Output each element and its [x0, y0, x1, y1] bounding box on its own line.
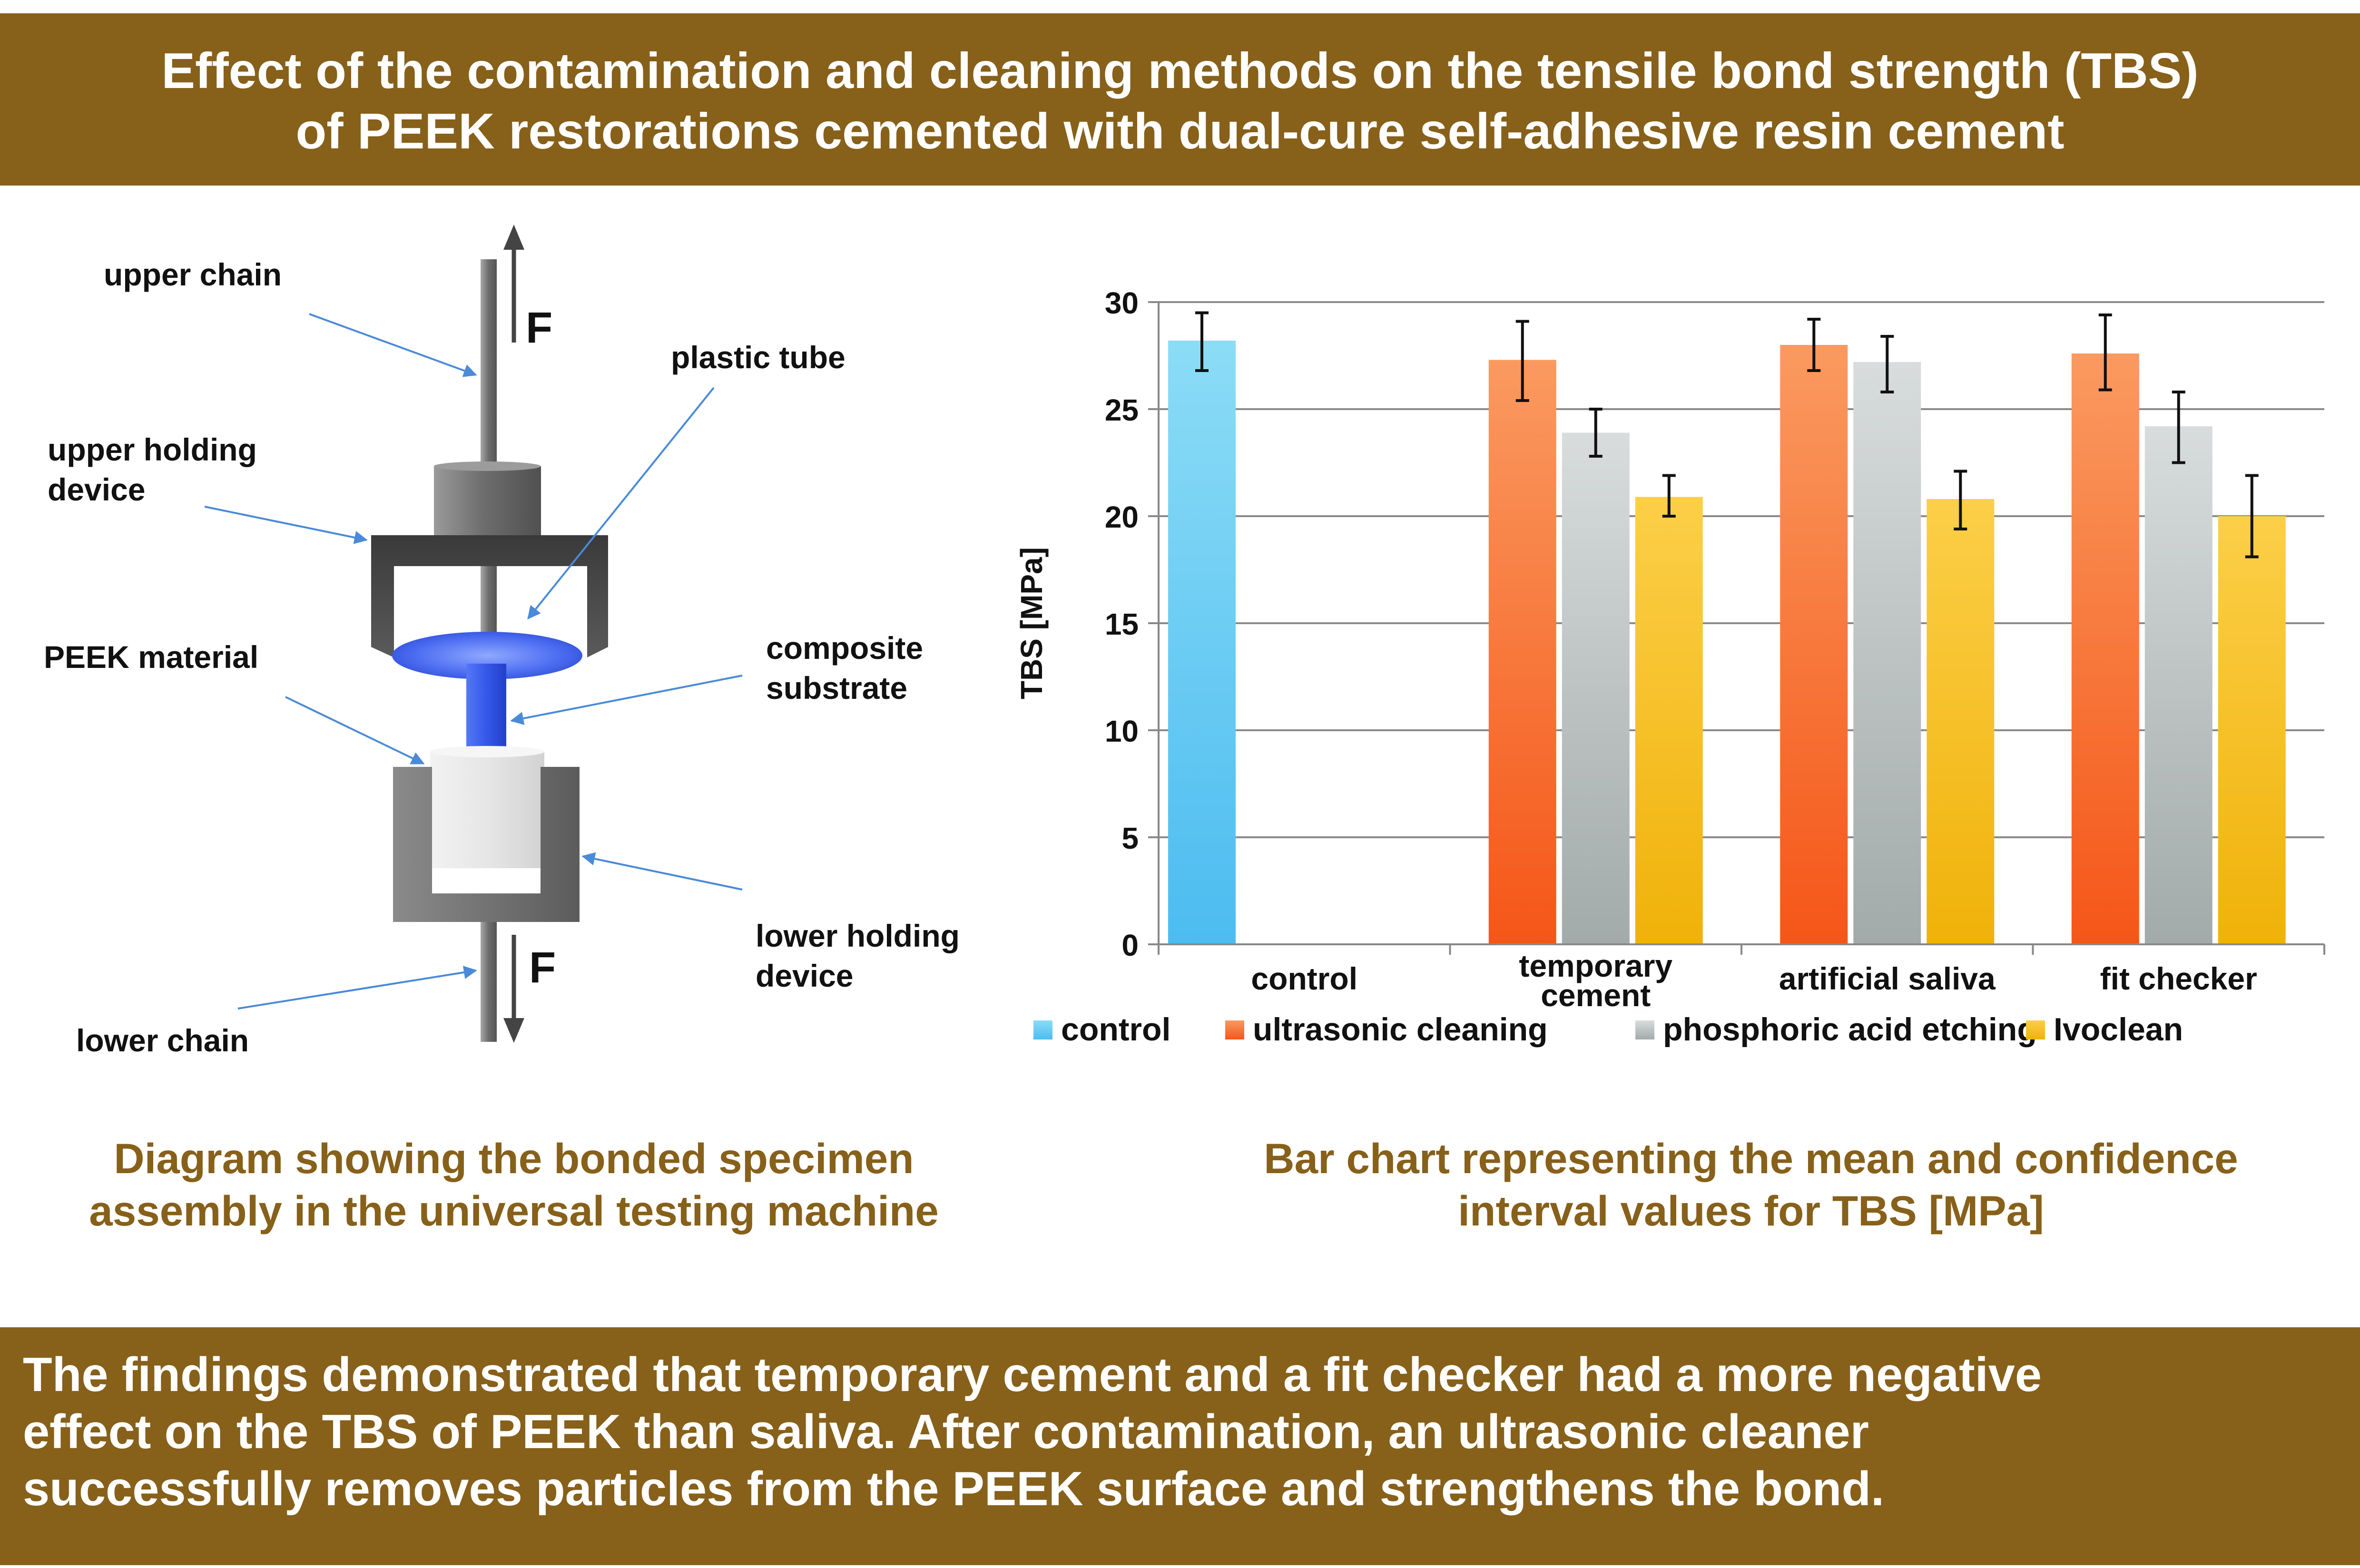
label-lower-holding-line2: device [756, 958, 853, 993]
chart-caption-line-1: Bar chart representing the mean and conf… [1264, 1135, 2238, 1182]
legend-swatch [2026, 1020, 2045, 1039]
label-peek-material: PEEK material [44, 639, 258, 675]
composite-substrate-stem [466, 664, 506, 761]
leader-lower-chain [237, 966, 477, 1009]
bar-ivoclean [1635, 497, 1703, 944]
x-category-label: control [1251, 961, 1357, 996]
label-lower-chain: lower chain [76, 1023, 249, 1058]
bar-ivoclean [2218, 516, 2286, 944]
leader-composite [510, 675, 743, 725]
specimen-diagram: F F upper chain upper holding device PEE… [44, 225, 960, 1058]
diagram-caption-line-1: Diagram showing the bonded specimen [114, 1135, 914, 1182]
lower-holding-frame [393, 767, 580, 922]
y-tick-label: 15 [1105, 607, 1139, 641]
y-tick-label: 25 [1105, 393, 1139, 427]
legend-swatch [1033, 1020, 1052, 1039]
label-upper-holding-line2: device [48, 472, 145, 507]
label-plastic-tube: plastic tube [671, 340, 846, 375]
title-line-2: of PEEK restorations cemented with dual-… [295, 103, 2065, 159]
y-tick-label: 10 [1105, 714, 1139, 748]
summary-line-1: The findings demonstrated that temporary… [23, 1348, 2042, 1401]
lower-chain-rod [481, 904, 497, 1042]
bar-phosphoric-acid-etching [2144, 426, 2212, 944]
label-upper-holding-line1: upper holding [48, 432, 257, 467]
legend-label: ultrasonic cleaning [1253, 1011, 1548, 1048]
label-composite-line2: substrate [766, 670, 907, 706]
upper-holding-frame [371, 535, 608, 657]
legend-swatch [1635, 1020, 1654, 1039]
peek-material [430, 752, 544, 868]
y-tick-label: 0 [1121, 928, 1139, 962]
label-composite-line1: composite [766, 630, 923, 666]
x-category-label: fit checker [2100, 961, 2257, 996]
leader-peek [285, 696, 425, 764]
bar-phosphoric-acid-etching [1853, 362, 1921, 944]
legend-label: phosphoric acid etching [1663, 1011, 2037, 1048]
legend-label: control [1061, 1011, 1170, 1048]
bar-ultrasonic-cleaning [1780, 345, 1848, 944]
legend-label: Ivoclean [2054, 1011, 2183, 1048]
y-tick-label: 5 [1121, 821, 1139, 855]
leader-lower-holding [581, 852, 743, 891]
bar-ivoclean [1927, 499, 1995, 944]
peek-material-top [430, 746, 544, 757]
upper-cylinder-top [434, 461, 541, 471]
summary-line-3: successfully removes particles from the … [23, 1462, 1885, 1516]
title-banner: Effect of the contamination and cleaning… [0, 13, 2360, 186]
legend-swatch [1225, 1020, 1244, 1039]
x-category-label: artificial saliva [1779, 961, 1996, 996]
y-tick-label: 20 [1105, 500, 1139, 534]
y-axis-label: TBS [MPa] [1014, 547, 1049, 699]
label-lower-holding-line1: lower holding [756, 918, 960, 953]
bar-ultrasonic-cleaning [2071, 353, 2139, 944]
title-line-1: Effect of the contamination and cleaning… [161, 43, 2199, 99]
summary-line-2: effect on the TBS of PEEK than saliva. A… [23, 1405, 1869, 1459]
leader-upper-holding [204, 506, 368, 544]
y-tick-label: 30 [1105, 286, 1139, 320]
bar-phosphoric-acid-etching [1562, 432, 1630, 944]
bar-control [1168, 341, 1236, 944]
force-label-bottom: F [529, 943, 556, 992]
label-upper-chain: upper chain [104, 257, 282, 292]
plastic-tube-disc [392, 632, 582, 679]
force-arrowhead-up [503, 225, 524, 250]
summary-banner: The findings demonstrated that temporary… [0, 1327, 2360, 1565]
force-label-top: F [526, 304, 552, 352]
bar-ultrasonic-cleaning [1488, 360, 1556, 944]
x-category-label: cement [1541, 978, 1651, 1013]
chart-caption-line-2: interval values for TBS [MPa] [1458, 1187, 2044, 1235]
leader-upper-chain [309, 313, 477, 377]
diagram-caption: Diagram showing the bonded specimen asse… [19, 1132, 1009, 1237]
force-arrowhead-down [503, 1018, 524, 1043]
x-category-label: temporary [1519, 948, 1672, 983]
diagram-caption-line-2: assembly in the universal testing machin… [89, 1187, 939, 1235]
leader-plastic-tube [527, 387, 715, 620]
chart-caption: Bar chart representing the mean and conf… [1151, 1132, 2350, 1237]
